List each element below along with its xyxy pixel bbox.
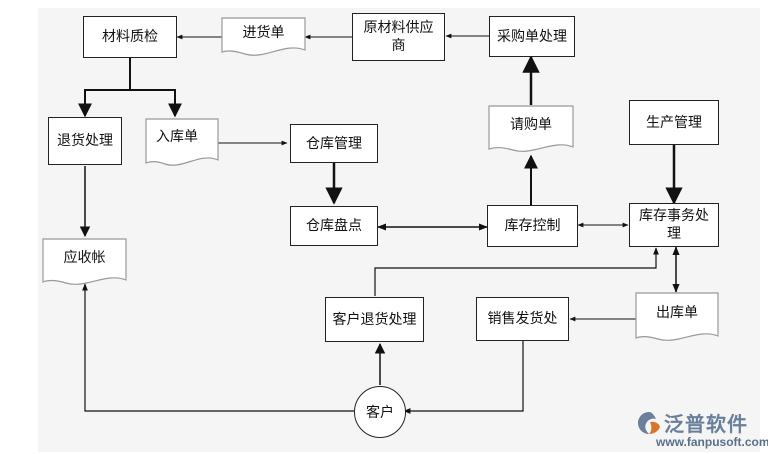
- node-return-processing: 退货处理: [48, 117, 122, 165]
- node-inventory-control-label: 库存控制: [504, 218, 561, 234]
- node-customer: 客户: [354, 386, 406, 438]
- node-warehouse-mgmt: 仓库管理: [290, 124, 378, 163]
- node-inventory-affairs-label: 库存事务处理: [639, 208, 709, 242]
- doc-receivables-label: 应收帐: [63, 250, 106, 266]
- node-customer-label: 客户: [366, 405, 394, 421]
- node-supplier-label: 原材料供应商: [363, 20, 434, 54]
- arrow-qc-split: [78, 58, 131, 118]
- arrow-customer-to-receivables: [82, 283, 354, 412]
- doc-shape-purchase-request: [488, 105, 574, 152]
- node-production-mgmt-label: 生产管理: [646, 114, 702, 131]
- node-return-processing-label: 退货处理: [57, 133, 113, 149]
- node-material-qc-label: 材料质检: [102, 29, 158, 45]
- doc-inbound-slip-label: 入库单: [156, 129, 198, 145]
- brand-logo-icon: [638, 412, 660, 434]
- node-stock-check-label: 仓库盘点: [306, 218, 362, 234]
- doc-goods-receipt-label: 进货单: [242, 25, 285, 41]
- brand-watermark: 泛普软件 www.fanpusoft.com: [636, 410, 768, 450]
- node-material-qc: 材料质检: [83, 16, 177, 58]
- node-warehouse-mgmt-label: 仓库管理: [306, 135, 362, 152]
- doc-purchase-request-label: 请购单: [510, 117, 552, 133]
- node-inventory-affairs: 库存事务处理: [629, 203, 719, 247]
- node-sales-shipping: 销售发货处: [476, 297, 569, 341]
- doc-shape-outbound-slip: [635, 292, 719, 341]
- brand-url: www.fanpusoft.com: [656, 435, 768, 449]
- node-customer-return: 客户退货处理: [325, 297, 424, 342]
- doc-shape-receivables: [42, 238, 127, 285]
- node-production-mgmt: 生产管理: [629, 100, 719, 145]
- doc-outbound-slip-label: 出库单: [656, 305, 698, 321]
- node-purchase-order-label: 采购单处理: [497, 28, 567, 45]
- node-stock-check: 仓库盘点: [290, 206, 378, 246]
- doc-shape-inbound-slip: [145, 118, 219, 166]
- arrow-sales-to-customer: [403, 341, 524, 414]
- arrow-return-to-affairs: [374, 247, 659, 296]
- node-sales-shipping-label: 销售发货处: [487, 311, 558, 327]
- brand-name: 泛普软件: [664, 412, 748, 436]
- node-inventory-control: 库存控制: [487, 205, 578, 247]
- doc-shape-goods-receipt: [221, 17, 306, 56]
- arrow-qc-to-inbound: [130, 89, 182, 118]
- node-purchase-order: 采购单处理: [489, 16, 575, 57]
- node-customer-return-label: 客户退货处理: [332, 311, 417, 328]
- node-supplier: 原材料供应商: [352, 13, 445, 61]
